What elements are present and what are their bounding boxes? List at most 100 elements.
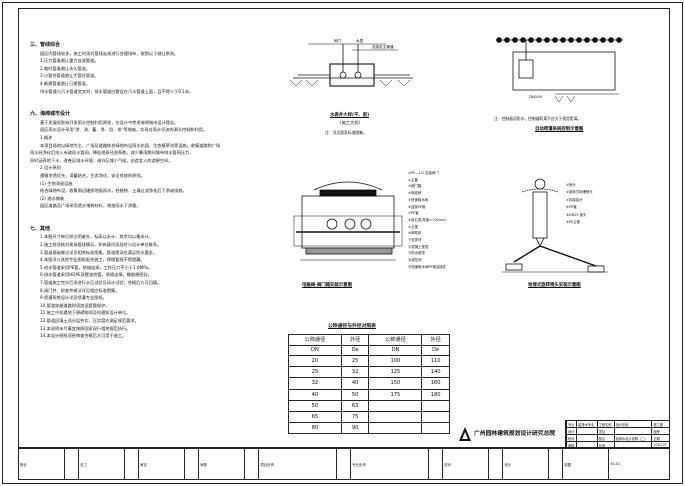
sign-cell: 设计: [502, 448, 550, 480]
fig3-legend: ①PE—1/2 连接阀门 ②主管 ③阀门箱 ④电磁阀 ⑤快速取水阀 ⑥连接PE管…: [408, 170, 478, 271]
unit-cell: De: [340, 344, 370, 356]
table-cell: [421, 410, 450, 424]
legend-item: ④PE管: [566, 205, 577, 210]
note-line: (1) 生物滞留设施: [40, 180, 73, 186]
table-cell: 25: [288, 366, 342, 379]
note-line: 基于发展低影响开发雨水控制利用原则，在设计中考虑海绵城市设计理念。: [40, 119, 179, 125]
title-block-logo-area: [452, 420, 566, 448]
note-line: 7.管道施工完毕后须进行水压试验及闭水试验，合格后方可回填。: [40, 280, 162, 286]
note-line: 1.压力管道避让重力自流管道。: [40, 58, 99, 64]
table-cell: 140: [421, 366, 450, 379]
note-line: 14.本设计图纸须经审查合格后方可用于施工。: [40, 333, 127, 339]
legend-item: ⑤DN25 接头: [566, 212, 587, 217]
legend-item: ⑧砾石层(厚度>100mm): [408, 217, 447, 222]
fig2-note: 注：控制器须防水，控制器距离不应大于规定距离。: [494, 116, 582, 121]
sign-cell: 审定: [138, 448, 186, 480]
tb-cell: 项目: [596, 427, 615, 435]
tb-cell: 设计: [565, 427, 578, 435]
section-3-title: 三、管线综合: [30, 42, 61, 48]
legend-item: ②主管: [408, 177, 418, 182]
header-cell: 公称通径: [288, 334, 342, 346]
note-line: 园区道路及广场采用透水铺装材料，增加雨水下渗量。: [40, 203, 141, 209]
sheet-number: SS-01: [608, 448, 670, 480]
unit-cell: De: [421, 344, 450, 356]
tb-cell: 工程名称: [596, 420, 615, 428]
fig3-caption: 电磁阀·阀门箱安装示意图: [302, 283, 352, 288]
fig1-subcaption: (施工大样): [340, 120, 361, 125]
sign-cell: 项目负责: [258, 448, 338, 480]
table-cell: 25: [340, 354, 370, 368]
sheet-inner-border: [18, 8, 670, 448]
table-cell: 80: [288, 422, 342, 435]
table-cell: 40: [340, 377, 370, 390]
tb-cell: [576, 427, 598, 435]
note-line: 10.管道穿越道路时须加设套管保护。: [40, 302, 110, 308]
note-line: 3.小管径管道避让大管径管道。: [40, 73, 99, 79]
design-notes: 三、管线综合 园区内管线较多，施工时须对管线走线进行合理排布，按照以下避让原则。…: [30, 40, 265, 340]
table-cell: [368, 399, 423, 412]
tb-cell: 日期: [651, 434, 670, 442]
note-line: 结合绿地布设，收集周边硬质地面雨水，经植物、土壤过滤净化后下渗或排放。: [40, 188, 187, 194]
table-cell: 90: [340, 422, 370, 435]
legend-item: ⑬防水胶带: [408, 251, 425, 256]
valve-box-figure: [293, 181, 403, 261]
table-cell: [368, 422, 423, 435]
tb-cell: 施工图: [651, 420, 670, 428]
legend-item: ⑩砖砌体: [408, 231, 422, 236]
sign-cell: 总工: [78, 448, 126, 480]
note-line: 8.阀门井、检查井做法详见相应标准图集。: [40, 287, 120, 293]
note-line: 4.本图须与其他专业图纸配合施工，预埋管线不得遗漏。: [40, 257, 145, 263]
unit-cell: DN: [288, 344, 342, 356]
legend-item: ⑦PE管: [408, 211, 419, 216]
table-cell: 32: [288, 377, 342, 390]
fig4-legend: ①喷头 ②旋转式地埋喷头 ③铰接接头 ④PE管 ⑤DN25 接头 ⑥PE主管: [566, 182, 636, 226]
table-cell: 40: [288, 388, 342, 401]
note-line: 2.临时管道避让永久管道。: [40, 65, 91, 71]
note-line: 遵循渗透优先，滞蓄结合，生态净化，安全排放的原则。: [40, 172, 145, 178]
legend-item: ⑮快速取水阀PE管连接件: [408, 264, 447, 269]
unit-cell: DN: [368, 344, 423, 356]
legend-item: ④电磁阀: [408, 191, 422, 196]
header-cell: 外径: [421, 334, 450, 346]
header-cell: 公称通径: [368, 334, 423, 346]
fig2-caption: 自动喷灌系统控制示意图: [535, 127, 584, 132]
legend-item: ⑪支撑块: [408, 238, 422, 243]
legend-item: ①PE—1/2 连接阀门: [408, 171, 439, 175]
table-cell: 110: [421, 354, 450, 368]
legend-item: ③铰接接头: [566, 197, 583, 202]
legend-item: ⑥连接PE管: [408, 204, 426, 209]
signature-strip: 院长 总工 审定 审核 项目负责 专业负责 校对 设计 制图 SS-01: [18, 448, 670, 480]
note-line: 本项目场地以绿地为主，广场及道路结合绿地布设雨水花园、生态植草沟等设施，收集道路…: [40, 142, 221, 148]
table-cell: 50: [340, 388, 370, 401]
note-line: 6.排水管道采用HDPE双壁波纹管，承插连接，橡胶圈密封。: [40, 272, 152, 278]
table-cell: 100: [368, 354, 423, 368]
tb-cell: 给排水设计说明（二）: [613, 434, 653, 442]
table-cell: [421, 422, 450, 435]
note-line: 5.给水管道采用PE管，热熔连接，工作压力不小于1.0MPa。: [40, 264, 153, 270]
note-line: 同时涵养地下水，改善区域水环境，调节区域小气候，创造宜人的游憩空间。: [30, 157, 173, 163]
table-cell: [421, 399, 450, 412]
fig4-caption: 地埋式旋转喷头安装示意图: [528, 283, 581, 288]
legend-item: ①喷头: [566, 183, 576, 187]
tb-cell: [613, 427, 653, 435]
note-line: 4.新建管道避让已建管道。: [40, 80, 91, 86]
table-cell: 150: [368, 377, 423, 390]
note-line: 2.施工前须核对现场管线情况，如有疑问须及时与设计单位联系。: [40, 242, 162, 248]
note-line: (2) 透水铺装: [40, 195, 65, 201]
irrigation-control-figure: DN100: [496, 37, 623, 103]
table-cell: 32: [340, 366, 370, 379]
tb-cell: 图号: [651, 427, 670, 435]
note-line: 12.管道回填土须分层夯实，压实度应满足规范要求。: [40, 318, 139, 323]
table-cell: 125: [368, 366, 423, 379]
note-line: 11.施工中如遇地下障碍物须及时通知设计单位。: [40, 310, 131, 316]
table-cell: [368, 410, 423, 424]
section-7-title: 七、其他: [30, 225, 51, 232]
fig1-label-main: 连接至主管道: [372, 44, 394, 49]
header-cell: 外径: [340, 334, 370, 346]
